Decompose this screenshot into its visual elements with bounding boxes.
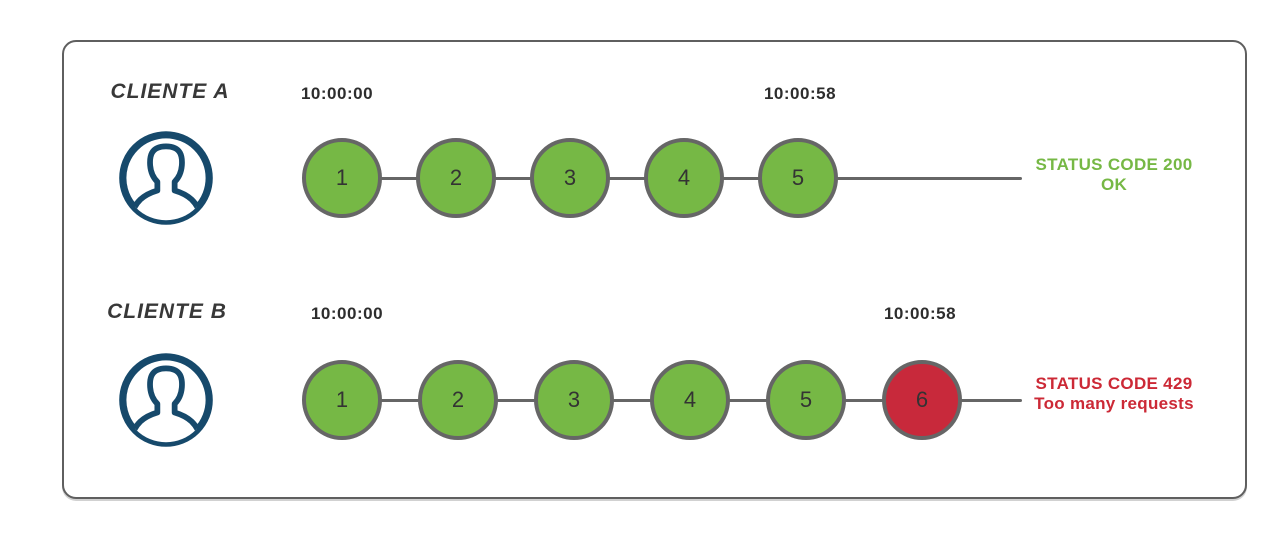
client-a-window-start-time: 10:00:00 [300,84,374,103]
request-circle: 1 [302,360,382,440]
too-many-requests-label: Too many requests [1034,394,1194,413]
client-b-window-end-time: 10:00:58 [883,304,957,323]
request-circle: 2 [416,138,496,218]
request-circle: 6 [882,360,962,440]
request-circle: 5 [758,138,838,218]
status-code-429-label: STATUS CODE 429 [1035,374,1193,393]
client-b-status: STATUS CODE 429 Too many requests [1024,374,1204,414]
request-circle: 2 [418,360,498,440]
user-avatar-icon [119,353,213,447]
request-circle: 4 [644,138,724,218]
client-a-label: CLIENTE A [110,80,230,103]
user-avatar-icon [119,131,213,225]
diagram-frame [62,40,1247,499]
request-circle: 3 [530,138,610,218]
status-code-200-label: STATUS CODE 200 [1035,155,1193,174]
client-a-status: STATUS CODE 200 OK [1024,155,1204,195]
request-circle: 4 [650,360,730,440]
request-circle: 1 [302,138,382,218]
status-ok-label: OK [1100,175,1128,194]
request-circle: 3 [534,360,614,440]
client-a-window-end-time: 10:00:58 [763,84,837,103]
request-circle: 5 [766,360,846,440]
client-b-label: CLIENTE B [107,300,227,323]
client-b-window-start-time: 10:00:00 [310,304,384,323]
